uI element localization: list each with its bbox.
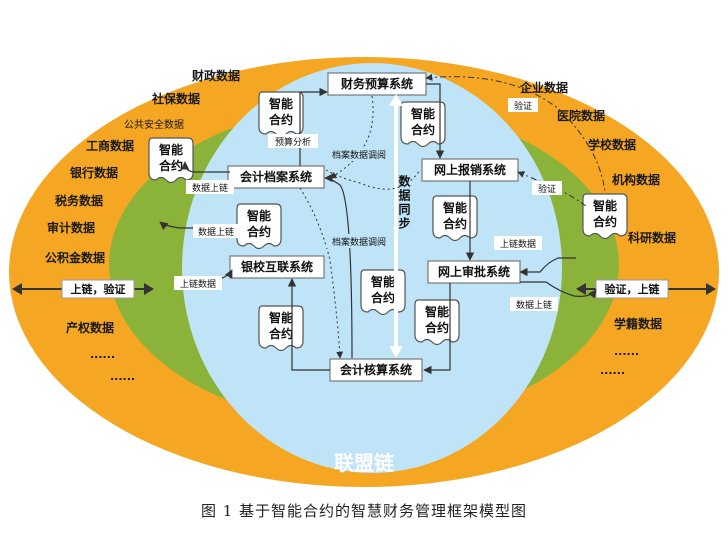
svg-text:合约: 合约 xyxy=(159,158,183,173)
online-reimburse-system: 网上报销系统 xyxy=(421,158,519,182)
arrow-labels: 预算分析 档案数据调阅 档案数据调阅 数据上链 数据上链 上链数据 上链数据 数… xyxy=(174,98,562,311)
svg-text:会计核算系统: 会计核算系统 xyxy=(340,362,412,377)
left-data-item: 审计数据 xyxy=(47,220,95,235)
right-data-item: ...... xyxy=(614,345,639,358)
right-data-item: 学校数据 xyxy=(588,137,636,152)
dotted-connectors xyxy=(299,95,421,359)
left-data-labels: 财政数据 社保数据 公共安全数据 工商数据 银行数据 税务数据 审计数据 公积金… xyxy=(45,68,240,383)
data-sync-arrow: 数据同步 xyxy=(389,94,411,358)
smart-contract-5: 智能 合约 xyxy=(360,269,406,316)
svg-text:银校互联系统: 银校互联系统 xyxy=(241,259,313,274)
smart-contract-1: 智能 合约 xyxy=(258,91,304,138)
smart-contract-4: 智能 合约 xyxy=(258,305,304,352)
svg-text:合约: 合约 xyxy=(593,214,617,229)
left-data-item: 公积金数据 xyxy=(45,250,105,265)
left-chain-verify-arrow: 上链，验证 xyxy=(12,279,154,299)
chain-data-label-1: 上链数据 xyxy=(180,278,216,290)
data-upload-label-1: 数据上链 xyxy=(192,182,228,194)
right-data-item: ...... xyxy=(600,364,625,377)
svg-text:智能: 智能 xyxy=(268,310,293,325)
svg-text:合约: 合约 xyxy=(425,320,449,335)
left-data-item: 公共安全数据 xyxy=(124,118,184,131)
svg-text:智能: 智能 xyxy=(158,142,183,157)
smart-contract-8: 智能 合约 xyxy=(414,299,460,346)
left-data-item: 银行数据 xyxy=(70,165,118,180)
svg-text:合约: 合约 xyxy=(247,224,271,239)
svg-text:合约: 合约 xyxy=(411,122,435,137)
svg-text:合约: 合约 xyxy=(269,112,293,127)
left-data-item: 税务数据 xyxy=(55,193,103,208)
right-data-item: 科研数据 xyxy=(628,230,676,245)
accounting-archive-system: 会计档案系统 xyxy=(227,165,325,189)
right-data-item: 医院数据 xyxy=(557,108,605,123)
svg-text:财务预算系统: 财务预算系统 xyxy=(340,76,413,91)
right-data-item: 企业数据 xyxy=(519,80,568,95)
right-data-item: 学籍数据 xyxy=(614,316,662,331)
smart-contract-3: 智能 合约 xyxy=(236,203,282,250)
svg-text:合约: 合约 xyxy=(443,216,467,231)
svg-text:智能: 智能 xyxy=(370,274,395,289)
right-data-item: 机构数据 xyxy=(612,172,660,187)
alliance-chain-label: 联盟链 xyxy=(334,451,395,475)
left-data-item: ...... xyxy=(90,348,115,361)
left-data-item: ...... xyxy=(110,370,135,383)
svg-text:合约: 合约 xyxy=(269,326,293,341)
figure-caption: 图 1 基于智能合约的智慧财务管理框架模型图 xyxy=(200,502,528,520)
chain-data-label-2: 上链数据 xyxy=(500,238,536,250)
svg-text:智能: 智能 xyxy=(442,200,467,215)
bank-school-system: 银校互联系统 xyxy=(229,255,325,279)
svg-text:智能: 智能 xyxy=(410,106,435,121)
right-verify-chain-label: 验证，上链 xyxy=(605,282,661,296)
svg-text:网上报销系统: 网上报销系统 xyxy=(434,162,506,177)
archive-query-label-2: 档案数据调阅 xyxy=(332,236,386,248)
finance-budget-system: 财务预算系统 xyxy=(327,72,427,96)
left-data-item: 财政数据 xyxy=(191,68,240,83)
left-data-item: 产权数据 xyxy=(66,320,114,335)
svg-text:智能: 智能 xyxy=(268,96,293,111)
verify-label-1: 验证 xyxy=(514,100,532,112)
data-upload-label-3: 数据上链 xyxy=(516,299,552,311)
svg-text:会计档案系统: 会计档案系统 xyxy=(240,169,312,184)
svg-text:智能: 智能 xyxy=(246,208,271,223)
smart-contract-6: 智能 合约 xyxy=(400,101,446,148)
smart-contract-7: 智能 合约 xyxy=(432,195,478,242)
online-approval-system: 网上审批系统 xyxy=(427,260,521,284)
svg-text:智能: 智能 xyxy=(592,198,617,213)
right-verify-chain-arrow: 验证，上链 xyxy=(576,279,716,299)
data-upload-label-2: 数据上链 xyxy=(198,226,234,238)
svg-text:智能: 智能 xyxy=(424,304,449,319)
verify-label-2: 验证 xyxy=(538,183,556,195)
left-data-item: 工商数据 xyxy=(86,138,134,153)
left-data-item: 社保数据 xyxy=(151,91,200,106)
svg-text:合约: 合约 xyxy=(371,290,395,305)
accounting-calc-system: 会计核算系统 xyxy=(329,358,423,382)
archive-query-label-1: 档案数据调阅 xyxy=(332,149,386,161)
smart-contract-9: 智能 合约 xyxy=(582,193,628,240)
data-sync-char: 数据同步 xyxy=(397,174,411,231)
left-chain-verify-label: 上链，验证 xyxy=(71,282,126,296)
smart-contract-2: 智能 合约 xyxy=(148,137,194,184)
budget-analysis-label: 预算分析 xyxy=(275,136,311,148)
svg-text:网上审批系统: 网上审批系统 xyxy=(438,264,510,279)
